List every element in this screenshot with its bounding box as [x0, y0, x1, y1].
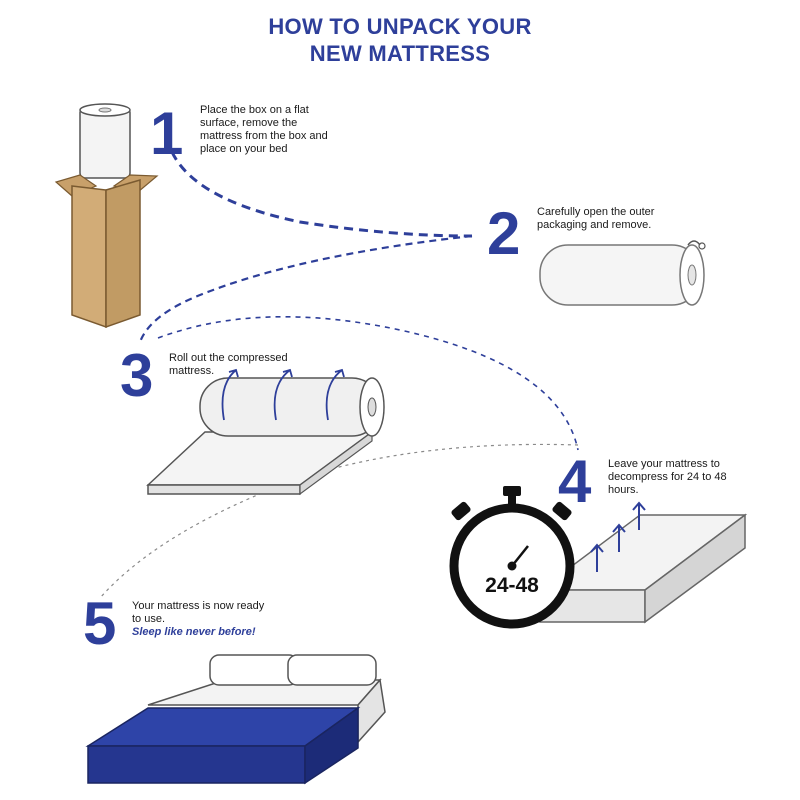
step-5-number: 5 [83, 590, 117, 657]
timer-label: 24-48 [485, 574, 539, 597]
step-1-number: 1 [150, 100, 184, 167]
step-1-text: Place the box on a flat surface, remove … [200, 104, 328, 155]
bed-icon [85, 654, 386, 785]
expansion-arrow-icon [590, 501, 646, 572]
step-3-number: 3 [120, 342, 154, 409]
unrolling-mattress-icon [146, 368, 385, 496]
step-2-text: Carefully open the outer packaging and r… [537, 206, 655, 231]
path-1-to-2 [170, 151, 473, 238]
mattress-block-icon [537, 513, 748, 624]
stopwatch-icon [449, 486, 575, 629]
step-4-number: 4 [558, 448, 592, 515]
step-2-number: 2 [487, 200, 521, 267]
step-5-text: Your mattress is now ready to use. Sleep… [132, 600, 267, 639]
step-5-tagline: Sleep like never before! [132, 626, 256, 638]
cardboard-box-icon [54, 103, 159, 329]
path-2-to-3 [138, 234, 473, 343]
page-title-line-1: HOW TO UNPACK YOUR [268, 14, 532, 39]
step-5-description: Your mattress is now ready to use. [132, 600, 265, 625]
step-4-text: Leave your mattress to decompress for 24… [608, 458, 727, 496]
rolled-mattress-icon [539, 240, 706, 306]
step-3-text: Roll out the compressed mattress. [169, 352, 288, 377]
page-title-line-2: NEW MATTRESS [309, 41, 491, 66]
